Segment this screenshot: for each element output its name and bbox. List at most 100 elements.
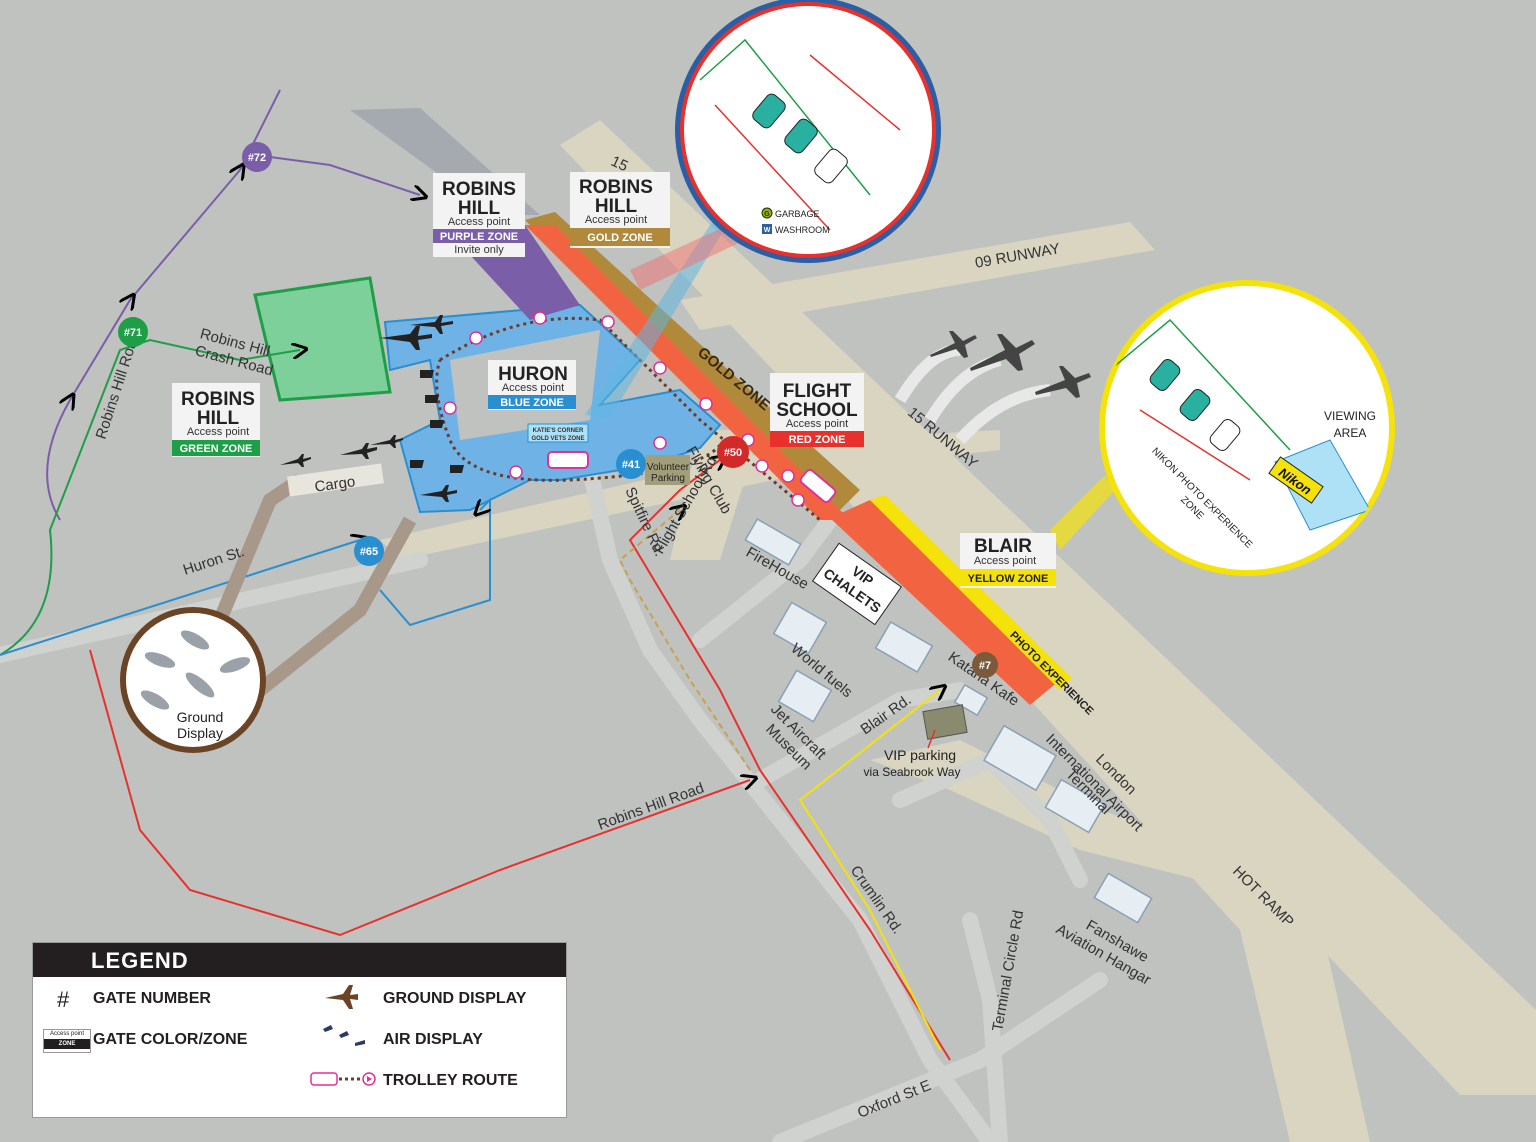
gate-71-label: #71	[124, 327, 142, 339]
aircraft-icon	[370, 435, 403, 448]
legend-swatch-line1: Access point	[49, 1031, 85, 1037]
gate-7-badge	[972, 652, 998, 678]
runway-15-end-label: 15	[608, 153, 630, 175]
building-world-fuels	[772, 601, 828, 655]
trolley-route-legend-icon	[310, 1072, 376, 1086]
gate-72-label: #72	[248, 152, 266, 164]
zone-color-bar	[433, 229, 525, 243]
volunteer-parking-lot	[645, 455, 690, 485]
zone-name: GOLD ZONE	[587, 232, 652, 244]
trolley-stop	[781, 469, 795, 483]
parking-arrow	[1139, 409, 1251, 481]
zone-color-bar	[960, 569, 1056, 586]
aircraft-icon	[280, 454, 311, 467]
red-route-crumlin	[628, 460, 951, 1061]
garbage-mark: G	[764, 211, 770, 218]
vip-parking-lot	[922, 704, 968, 740]
yellow-route	[798, 690, 940, 1051]
gate-65-label: #65	[360, 546, 378, 558]
zone-title-line2: HILL	[197, 408, 240, 429]
garbage-label: GARBAGE	[775, 209, 820, 219]
gate-badges: #72 #71 #65 #41 #50 #7	[118, 142, 998, 678]
zone-name: RED ZONE	[789, 434, 846, 446]
washroom-mark: W	[764, 227, 771, 234]
aircraft-icon	[340, 443, 377, 459]
zone-title-line1: HURON	[498, 364, 568, 385]
road-crumlin	[582, 462, 998, 1142]
trolley-stop	[755, 459, 769, 473]
gold-route	[618, 510, 751, 771]
zone-title-line1: ROBINS	[181, 389, 255, 410]
building-jet-museum	[777, 669, 833, 723]
blue-route-inner	[379, 497, 490, 627]
parking-line	[699, 38, 871, 196]
zone-name: YELLOW ZONE	[968, 573, 1049, 585]
trolley-stop	[791, 493, 805, 507]
washroom-label: WASHROOM	[775, 225, 830, 235]
beam-red	[630, 222, 745, 290]
blue-route	[0, 540, 360, 656]
aircraft-icon	[420, 485, 457, 502]
gate-72-badge	[242, 142, 272, 172]
detail-b-content: Nikon	[1109, 318, 1371, 531]
buildings	[744, 518, 1153, 924]
zone-title-line1: FLIGHT	[783, 381, 852, 402]
parking-arrow	[809, 54, 901, 131]
trolley-stop	[533, 311, 547, 325]
zone-title-line2: HILL	[458, 198, 501, 219]
zone-access-label: Access point	[448, 216, 510, 228]
building-firehouse	[744, 518, 802, 566]
ground-display-legend-icon	[325, 985, 358, 1009]
vip-parking-label-2: via Seabrook Way	[864, 765, 961, 779]
trolley-stop	[601, 315, 615, 329]
legend: LEGEND # GATE NUMBER Access point ZONE G…	[32, 942, 567, 1118]
purple-route	[46, 89, 281, 521]
zone-sign-green: ROBINS HILL Access point GREEN ZONE	[172, 383, 260, 457]
smoke-trail	[894, 344, 961, 404]
gate-71-badge	[118, 317, 148, 347]
legend-hash-icon: #	[57, 987, 70, 1012]
zone-color-bar	[570, 228, 670, 246]
green-route	[0, 338, 300, 656]
red-route-robins	[89, 649, 750, 937]
trolley-stops	[443, 311, 805, 507]
building-fanshawe	[1093, 872, 1153, 924]
legend-gate-zone: GATE COLOR/ZONE	[93, 1031, 248, 1048]
detail-a-content	[699, 38, 901, 231]
trolley-stop	[509, 465, 523, 479]
car-icon	[1209, 419, 1241, 451]
jet-icon	[970, 334, 1035, 371]
legend-trolley-route: TROLLEY ROUTE	[383, 1072, 518, 1089]
trolley-stop	[469, 331, 483, 345]
trolley-stop	[443, 401, 457, 415]
runway-15	[560, 120, 1536, 1095]
zone-color-bar	[172, 440, 260, 456]
zone-title-line1: BLAIR	[974, 536, 1032, 557]
air-display-legend-icon	[323, 1025, 365, 1046]
zone-color-bar	[488, 395, 576, 409]
gold-vets-zone-label: GOLD VETS ZONE	[531, 436, 584, 442]
volunteer-parking-label-2: Parking	[651, 473, 685, 484]
zone-name: BLUE ZONE	[500, 397, 564, 409]
parking-arrow	[714, 104, 831, 231]
building-terminal	[982, 724, 1058, 792]
air-display	[894, 331, 1091, 445]
legend-zone-swatch: Access point ZONE	[43, 1029, 91, 1053]
red-strip-lower	[830, 500, 1060, 705]
zone-sign-red: FLIGHT SCHOOL Access point RED ZONE	[770, 373, 864, 447]
ground-display-aircraft	[140, 630, 251, 710]
zone-access-label: Access point	[502, 382, 564, 394]
legend-title: LEGEND	[33, 943, 566, 977]
routes	[0, 89, 951, 1061]
trolley-route	[435, 316, 821, 522]
aircraft-icon	[140, 690, 170, 710]
parking-line	[1109, 318, 1291, 451]
gate-41-badge	[616, 449, 646, 479]
viewing-area-label-1: VIEWING	[1324, 409, 1376, 423]
road-huron	[0, 552, 428, 663]
zone-access-label: Access point	[585, 214, 647, 226]
car-icon	[814, 148, 848, 184]
red-strip-upper	[525, 225, 850, 520]
runway-09	[680, 222, 1155, 330]
cargo-building	[287, 463, 384, 497]
